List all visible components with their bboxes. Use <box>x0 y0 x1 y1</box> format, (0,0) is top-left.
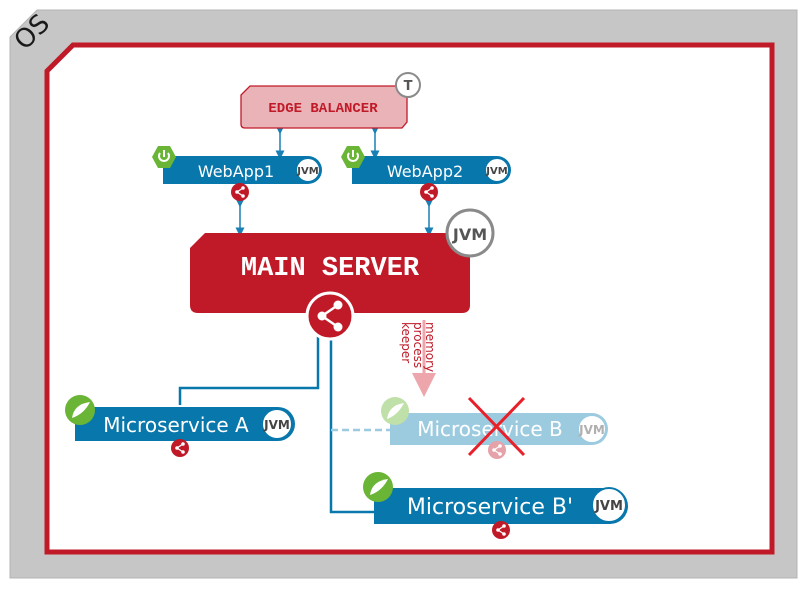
spring-power-icon <box>341 146 365 168</box>
timer-badge <box>395 72 421 98</box>
note-line-3: keeper <box>399 322 413 363</box>
jvm-badge-label: JVM <box>485 166 507 177</box>
spring-power-icon <box>152 146 176 168</box>
microservice-a-node[interactable]: Microservice A JVM <box>65 395 295 457</box>
jvm-badge-label: JVM <box>263 418 290 432</box>
share-icon <box>171 439 189 457</box>
note-line-2: process <box>411 322 425 368</box>
spring-leaf-icon <box>363 472 393 502</box>
microservice-b-node[interactable]: Microservice B JVM <box>381 396 608 459</box>
jvm-badge <box>577 414 607 444</box>
share-icon <box>305 291 355 341</box>
webapp1-node[interactable]: WebApp1 JVM <box>152 146 322 201</box>
spring-leaf-icon <box>381 397 409 425</box>
edge-balancer[interactable]: EDGE BALANCER T <box>240 72 421 129</box>
share-icon <box>488 441 506 459</box>
edge-balancer-label: EDGE BALANCER <box>268 101 378 117</box>
webapp2-label: WebApp2 <box>387 162 463 181</box>
microservice-b-prime-label: Microservice B' <box>407 495 573 520</box>
jvm-badge <box>261 408 293 440</box>
main-server-label: MAIN SERVER <box>241 254 420 284</box>
note-line-1: memory <box>423 322 437 372</box>
jvm-badge-label: JVM <box>594 499 623 514</box>
jvm-badge <box>445 208 495 258</box>
webapp1-label: WebApp1 <box>198 162 274 181</box>
memory-process-keeper-note: memory process keeper <box>399 322 437 372</box>
failed-cross-icon <box>467 396 526 457</box>
share-icon <box>420 183 438 201</box>
webapp2-node[interactable]: WebApp2 JVM <box>341 146 511 201</box>
main-microserviceA-connector <box>178 336 320 405</box>
jvm-badge <box>295 157 321 183</box>
jvm-badge-label: JVM <box>452 225 487 244</box>
spring-leaf-icon <box>65 395 95 425</box>
share-icon <box>492 521 510 539</box>
jvm-badge-label: JVM <box>578 423 605 437</box>
jvm-badge-label: JVM <box>296 166 318 177</box>
jvm-badge <box>484 157 510 183</box>
connectors <box>178 125 436 514</box>
jvm-badge <box>591 487 627 523</box>
microservice-a-label: Microservice A <box>103 413 249 437</box>
share-icon <box>231 183 249 201</box>
main-server-node[interactable]: MAIN SERVER JVM <box>190 208 495 341</box>
timer-badge-label: T <box>404 79 413 94</box>
microservice-b-prime-node[interactable]: Microservice B' JVM <box>363 472 628 539</box>
main-microserviceB2-connector <box>329 336 376 514</box>
